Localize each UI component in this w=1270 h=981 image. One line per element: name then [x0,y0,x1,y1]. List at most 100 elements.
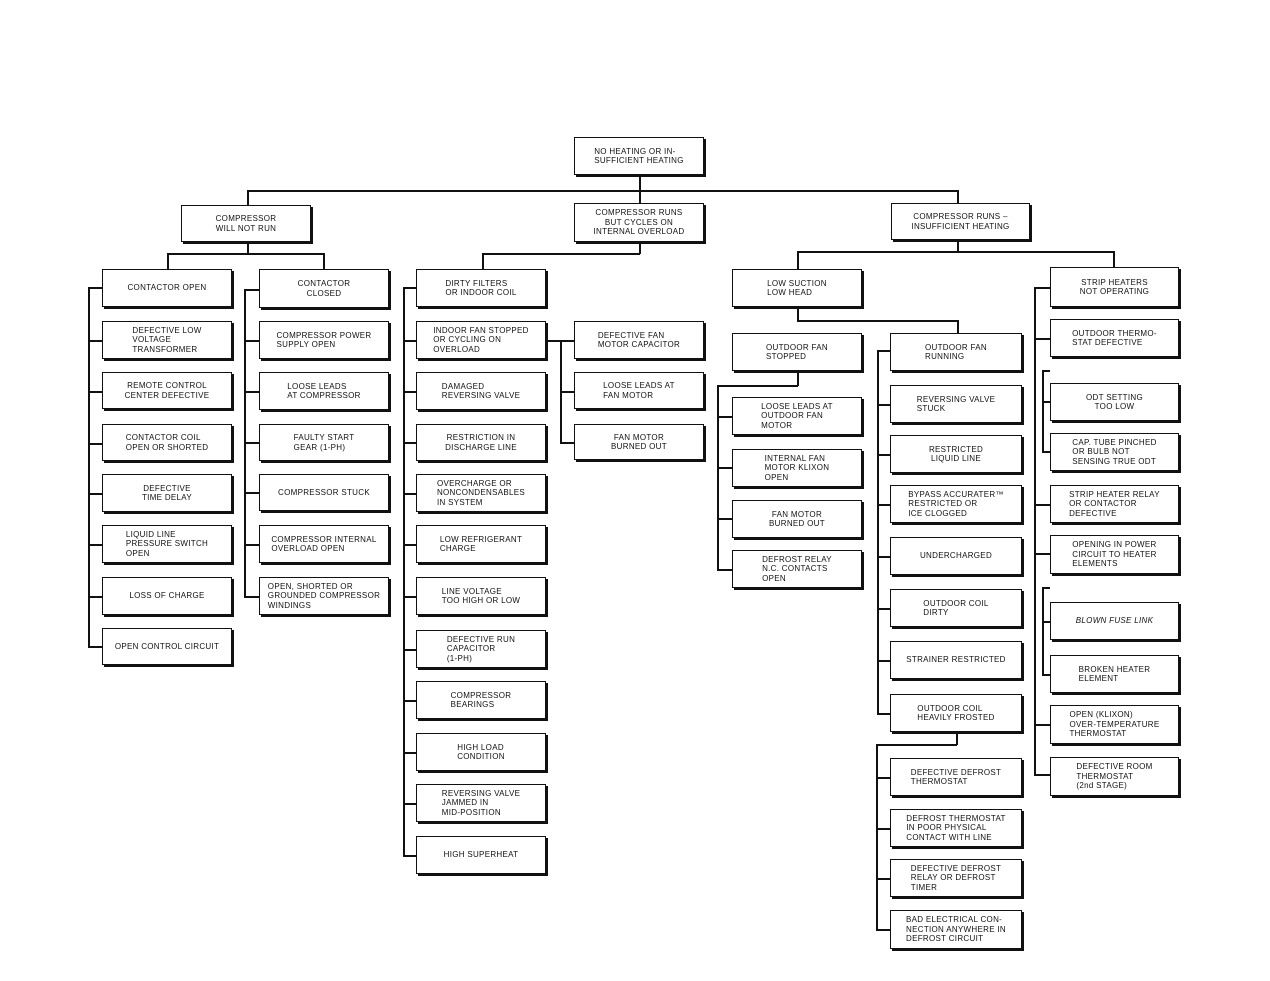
cause-node: LOW REFRIGERANT CHARGE [416,525,546,563]
connector [797,320,957,322]
connector [717,385,798,387]
connector [717,569,732,571]
connector [1042,621,1050,623]
connector [877,556,890,558]
cause-node: REVERSING VALVE JAMMED IN MID-POSITION [416,784,546,822]
cause-node: DEFROST RELAY N.C. CONTACTS OPEN [732,550,862,588]
cause-node: FAN MOTOR BURNED OUT [732,500,862,538]
cause-node: FAN MOTOR BURNED OUT [574,424,704,460]
contactor-open-node: CONTACTOR OPEN [102,269,232,307]
connector [88,340,102,342]
connector [244,391,259,393]
connector [403,287,405,855]
connector [88,391,102,393]
connector [403,287,416,289]
cause-node: DAMAGED REVERSING VALVE [416,372,546,410]
connector [244,492,259,494]
cause-node: LOOSE LEADS AT COMPRESSOR [259,372,389,410]
cause-node: DEFECTIVE LOW VOLTAGE TRANSFORMER [102,321,232,359]
cause-node: REMOTE CONTROL CENTER DEFECTIVE [102,372,232,409]
connector [403,803,416,805]
branch-cycles-overload: COMPRESSOR RUNS BUT CYCLES ON INTERNAL O… [574,203,704,242]
branch-will-not-run: COMPRESSOR WILL NOT RUN [181,205,311,242]
connector [876,744,957,746]
branch-insufficient-heating: COMPRESSOR RUNS – INSUFFICIENT HEATING [891,203,1030,240]
connector [956,732,958,745]
cause-node: BYPASS ACCURATER™ RESTRICTED OR ICE CLOG… [890,485,1022,523]
connector [1034,504,1050,506]
connector [1113,251,1115,268]
connector [1034,553,1050,555]
connector [1034,774,1050,776]
cause-node: RESTRICTED LIQUID LINE [890,435,1022,473]
connector [88,544,102,546]
connector [403,700,416,702]
cause-node: HIGH SUPERHEAT [416,836,546,874]
indoor-fan-node: INDOOR FAN STOPPED OR CYCLING ON OVERLOA… [416,321,546,359]
connector [877,350,890,352]
connector [403,596,416,598]
connector [88,287,90,647]
dirty-filters-node: DIRTY FILTERS OR INDOOR COIL [416,269,546,307]
connector [403,855,416,857]
cause-node: OPEN CONTROL CIRCUIT [102,628,232,665]
strip-heaters-node: STRIP HEATERS NOT OPERATING [1050,267,1179,307]
connector [244,596,259,598]
connector [403,752,416,754]
connector [88,646,102,648]
connector [247,190,958,192]
cause-node: OUTDOOR COIL DIRTY [890,589,1022,627]
connector [560,391,574,393]
cause-node: HIGH LOAD CONDITION [416,733,546,771]
connector [1042,674,1050,676]
cause-node: OVERCHARGE OR NONCONDENSABLES IN SYSTEM [416,474,546,512]
connector [167,253,324,255]
connector [876,929,890,931]
cause-node: STRAINER RESTRICTED [890,641,1022,679]
connector [403,340,416,342]
connector [877,713,890,715]
connector [1042,370,1050,372]
cause-node: BAD ELECTRICAL CON- NECTION ANYWHERE IN … [890,910,1022,949]
cause-node: BLOWN FUSE LINK [1050,602,1179,640]
cause-node: STRIP HEATER RELAY OR CONTACTOR DEFECTIV… [1050,485,1179,523]
connector [1042,401,1050,403]
connector [88,287,102,289]
connector [877,608,890,610]
connector [403,391,416,393]
connector [717,467,732,469]
cause-node: DEFECTIVE DEFROST RELAY OR DEFROST TIMER [890,859,1022,897]
connector [877,404,890,406]
connector [482,253,640,255]
cause-node: DEFECTIVE DEFROST THERMOSTAT [890,758,1022,796]
connector [877,454,890,456]
connector [244,289,259,291]
connector [797,251,799,269]
cause-node: LOOSE LEADS AT OUTDOOR FAN MOTOR [732,397,862,435]
contactor-closed-node: CONTACTOR CLOSED [259,269,389,308]
connector [877,504,890,506]
cause-node: COMPRESSOR STUCK [259,474,389,511]
connector [797,251,1114,253]
connector [403,493,416,495]
outdoor-fan-stopped-node: OUTDOOR FAN STOPPED [732,333,862,371]
cause-node: OPEN (KLIXON) OVER-TEMPERATURE THERMOSTA… [1050,705,1179,744]
connector [877,660,890,662]
cause-node: UNDERCHARGED [890,537,1022,575]
outdoor-fan-running-node: OUTDOOR FAN RUNNING [890,333,1022,371]
low-suction-node: LOW SUCTION LOW HEAD [732,269,862,307]
cause-node: OPEN, SHORTED OR GROUNDED COMPRESSOR WIN… [259,577,389,615]
cause-node: DEFECTIVE RUN CAPACITOR (1-PH) [416,630,546,668]
connector [403,442,416,444]
connector [482,253,484,269]
cause-node: LINE VOLTAGE TOO HIGH OR LOW [416,577,546,615]
connector [1042,587,1044,675]
connector [876,828,890,830]
connector [247,190,249,205]
connector [717,416,732,418]
cause-node: BROKEN HEATER ELEMENT [1050,655,1179,693]
outdoor-coil-frosted-node: OUTDOOR COIL HEAVILY FROSTED [890,694,1022,732]
outdoor-thermostat-node: OUTDOOR THERMO- STAT DEFECTIVE [1050,319,1179,357]
connector [244,544,259,546]
